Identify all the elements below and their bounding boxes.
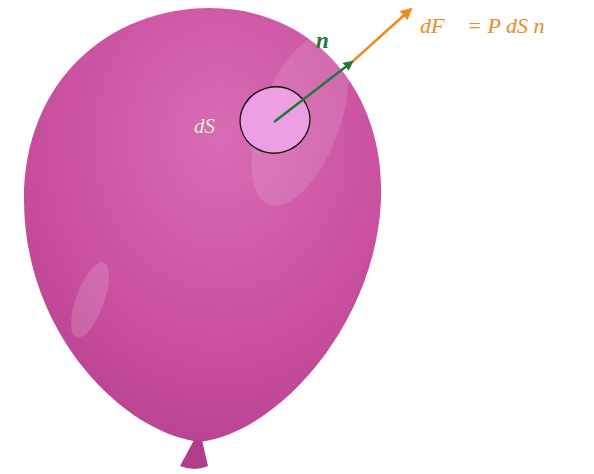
balloon-body [24,8,381,442]
normal-label: n⃗ [316,28,347,53]
balloon-knot [180,440,208,469]
force-arrow [352,9,411,62]
area-label: dS [194,115,215,138]
highlight [232,22,369,219]
highlight [63,258,117,343]
force-label: dF⃗ = P dS n⃗ [420,14,562,38]
normal-arrow [274,62,352,122]
